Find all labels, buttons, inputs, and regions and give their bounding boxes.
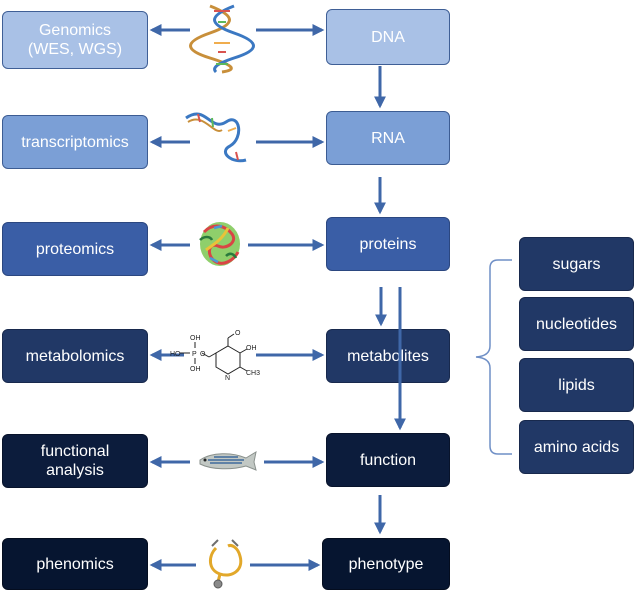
class-box-amino-acids: amino acids bbox=[519, 420, 634, 474]
omics-box-functional-analysis: functional analysis bbox=[2, 434, 148, 488]
level-box-dna: DNA bbox=[326, 9, 450, 65]
dna-double-helix-icon bbox=[189, 4, 255, 74]
molecule-label-o: O bbox=[235, 330, 241, 337]
pyridoxal-phosphate-molecule-icon bbox=[180, 333, 248, 375]
omics-box-transcriptomics: transcriptomics bbox=[2, 115, 148, 169]
molecule-label-oh: OH bbox=[190, 335, 201, 342]
molecule-label-o2: O bbox=[200, 351, 206, 358]
omics-box-genomics: Genomics (WES, WGS) bbox=[2, 11, 148, 69]
level-box-function: function bbox=[326, 433, 450, 487]
molecule-label-ch3: CH3 bbox=[246, 370, 260, 377]
molecule-label-oh2: OH bbox=[190, 366, 201, 373]
omics-box-phenomics: phenomics bbox=[2, 538, 148, 590]
class-box-lipids: lipids bbox=[519, 358, 634, 412]
omics-box-metabolomics: metabolomics bbox=[2, 329, 148, 383]
molecule-label-ho: HO bbox=[170, 351, 181, 358]
class-box-nucleotides: nucleotides bbox=[519, 297, 634, 351]
molecule-label-oh3: OH bbox=[246, 345, 257, 352]
zebrafish-icon bbox=[199, 450, 257, 471]
level-box-phenotype: phenotype bbox=[322, 538, 450, 590]
stethoscope-icon bbox=[209, 539, 243, 589]
level-box-proteins: proteins bbox=[326, 217, 450, 271]
molecule-label-n: N bbox=[225, 375, 230, 382]
molecule-label-p: P bbox=[192, 351, 197, 358]
metabolite-classes-bracket bbox=[475, 259, 512, 455]
protein-structure-icon bbox=[199, 222, 240, 266]
level-box-rna: RNA bbox=[326, 111, 450, 165]
rna-strand-icon bbox=[185, 112, 247, 163]
omics-box-proteomics: proteomics bbox=[2, 222, 148, 276]
level-box-metabolites: metabolites bbox=[326, 329, 450, 383]
class-box-sugars: sugars bbox=[519, 237, 634, 291]
